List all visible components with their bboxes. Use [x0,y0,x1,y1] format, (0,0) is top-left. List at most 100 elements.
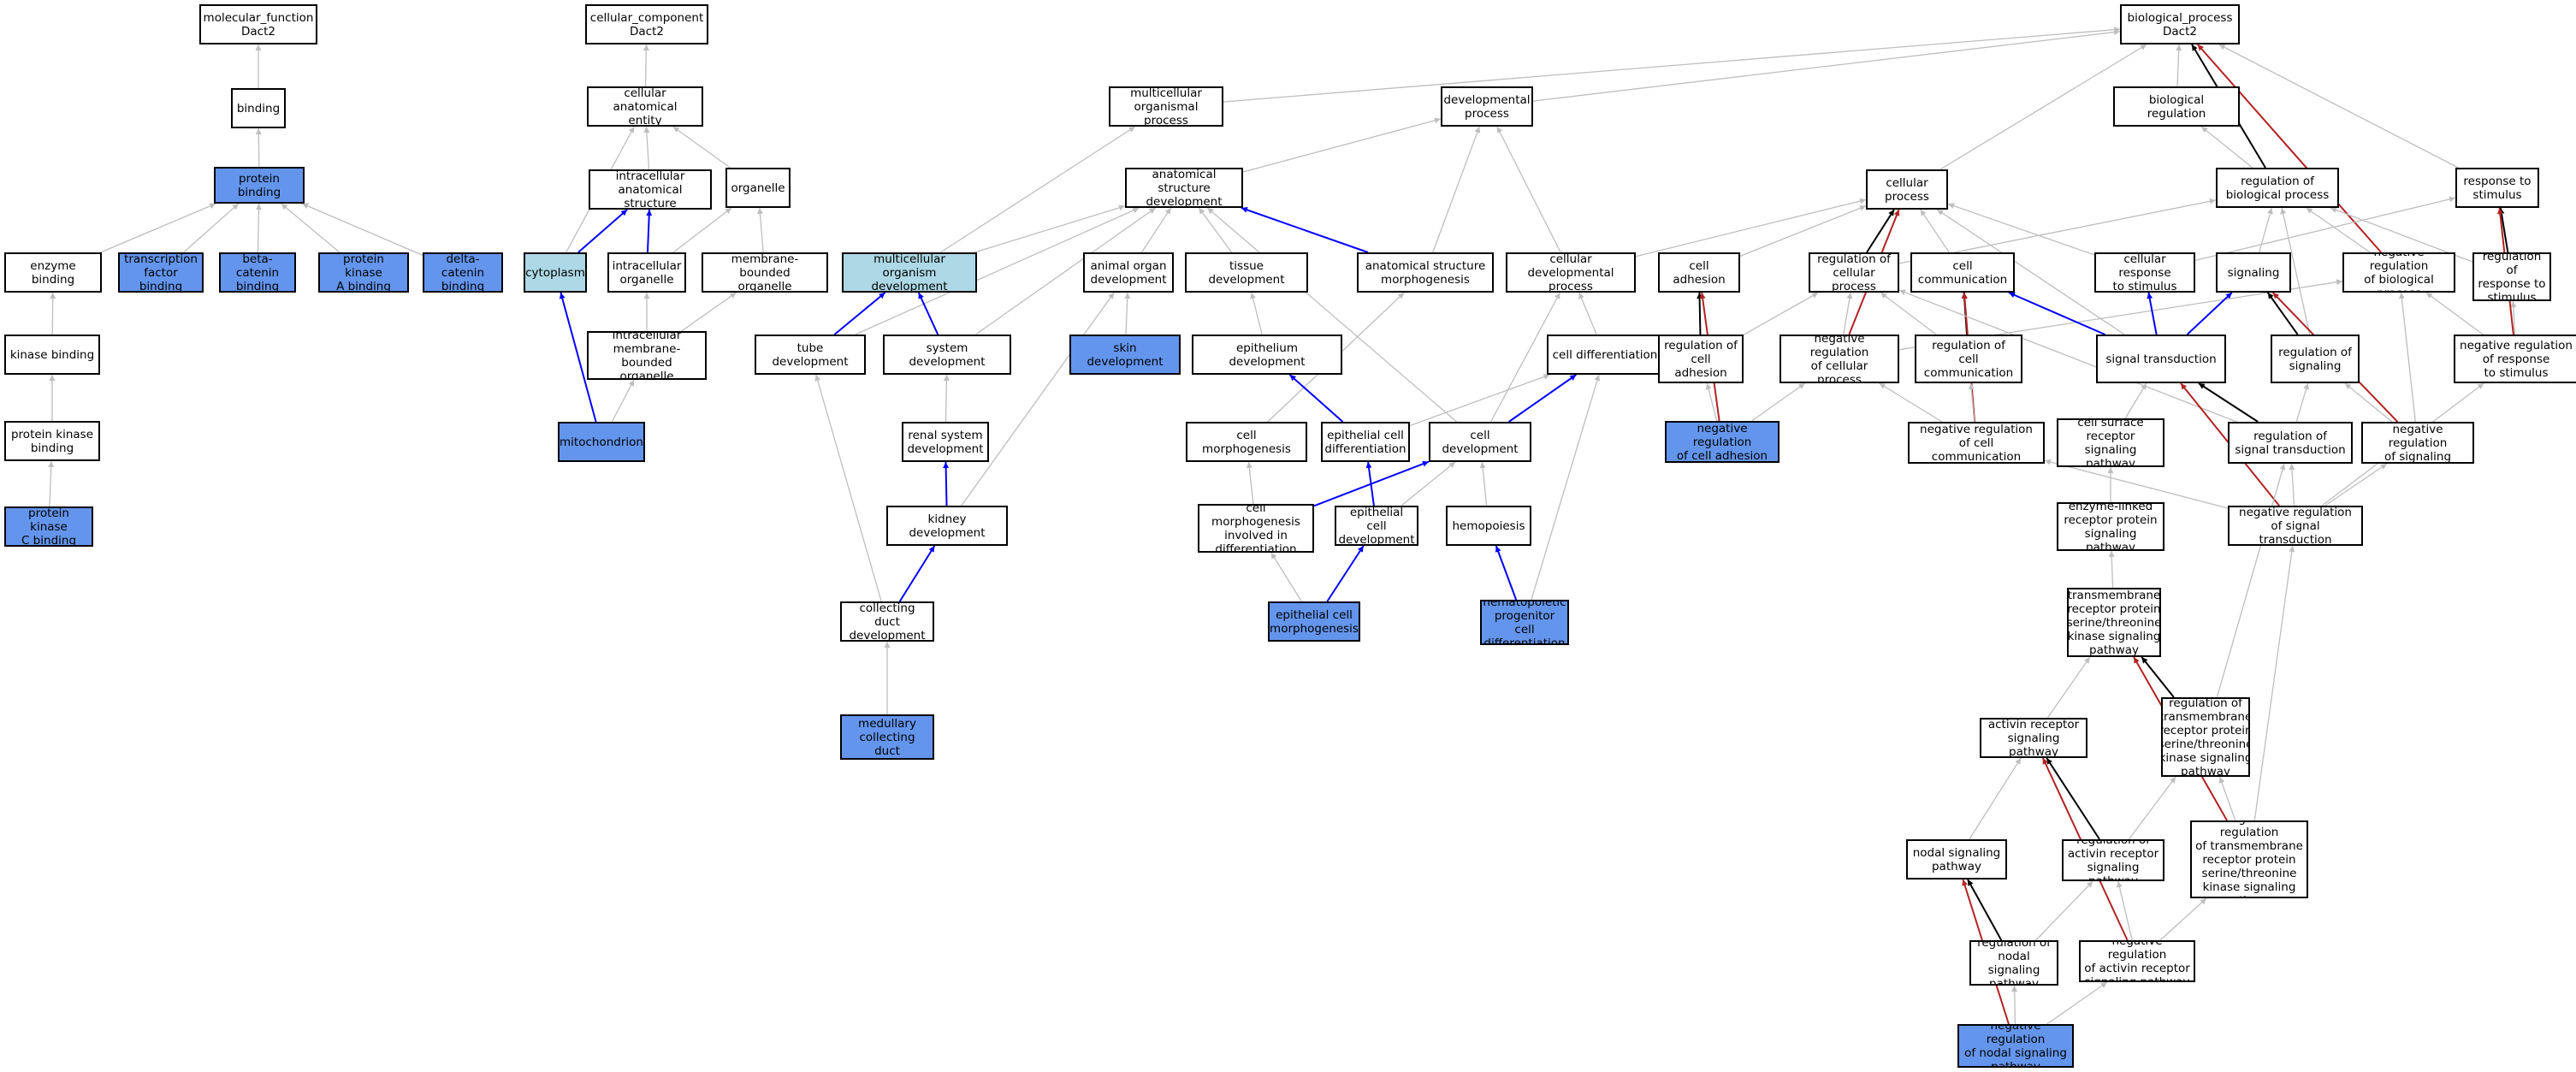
go-term-node-biolreg: biological regulation [2113,86,2240,127]
edge-is-a-negregcc-to-negregcp [1879,382,1943,423]
go-term-node-tmrp: transmembrane receptor protein serine/th… [2067,588,2161,657]
go-term-node-actrsp: activin receptor signaling pathway [1980,718,2087,758]
edge-is-a-negregbp-to-regbp [2306,207,2371,253]
edge-is-a-imbo-to-mbo [681,292,737,332]
edge-is-a-celladh-to-cellproc [1739,205,1867,257]
edge-is-a-aod-to-asd [1140,207,1172,253]
edge-regulates-regsig-to-signaling [2266,292,2299,335]
edge-regulates-regcp-to-cellproc [1866,209,1895,253]
edge-regulates-regnodal-to-nodalsp [1967,879,2003,941]
go-term-node-bcat-binding: beta-catenin binding [219,252,296,293]
edge-is-a-mop-to-bp [1223,27,2121,103]
edge-part-of-sysdev-to-mod [917,292,939,335]
go-term-node-imbo: intracellular membrane-bounded organelle [587,331,707,380]
edge-part-of-epicellmorph-to-epicelldev [1326,545,1365,602]
go-term-node-organelle: organelle [725,168,791,208]
go-term-node-aod: animal organ development [1083,252,1174,293]
edge-is-a-cdp-to-devproc [1496,126,1561,253]
go-term-node-cellmorph: cell morphogenesis [1186,422,1307,462]
go-term-node-cytoplasm: cytoplasm [524,252,587,293]
edge-is-a-protein_binding-to-binding [255,127,262,168]
edge-regulates-regresp-to-resp [2498,207,2509,253]
edge-is-a-regcc-to-regcp [1880,292,1937,335]
go-term-node-mf: molecular_function Dact2 [199,4,317,44]
go-term-node-sigtrans: signal transduction [2096,335,2226,383]
edge-part-of-kidneydev-to-renaldev [943,461,950,506]
go-term-node-cdd: collecting duct development [840,601,934,642]
go-term-node-epicellmorph: epithelial cell morphogenesis [1268,601,1360,642]
edge-is-a-organelle-to-cae [672,126,731,169]
edge-is-a-cellcomm-to-cellproc [1920,209,1950,253]
edge-is-a-asd-to-devproc [1242,117,1442,173]
go-term-node-hpcd: hematopoietic progenitor cell differenti… [1480,600,1569,645]
edge-is-a-kidneydev-to-aod [961,292,1115,506]
go-term-node-renaldev: renal system development [902,422,989,462]
edge-is-a-epicelldev-to-celldev [1401,461,1456,506]
go-term-node-hemo: hemopoiesis [1446,506,1531,546]
edge-is-a-celldiff-to-cdp [1578,292,1597,335]
edge-is-a-negregsig-to-negregbp [2398,292,2416,423]
edge-part-of-mito-to-cytoplasm [559,292,597,423]
go-term-node-dcat-binding: delta-catenin binding [423,252,503,293]
edge-part-of-epicelldiff-to-epidev [1288,374,1344,423]
go-term-node-mito: mitochondrion [558,422,645,462]
edge-is-a-regbp-to-biolreg [2200,126,2253,169]
go-term-node-pkc-binding: protein kinase C binding [4,506,93,547]
edge-is-a-negregst-to-negregcc [2044,459,2229,509]
edge-is-a-sysdev-to-asd [975,207,1156,335]
edge-part-of-sigtrans-to-signaling [2186,292,2233,335]
edge-negatively-regulates-negregbp-to-bp [2196,44,2383,253]
go-term-node-io: intracellular organelle [607,252,686,293]
edge-is-a-hemo-to-celldev [1479,461,1488,506]
edge-is-a-negregnodal-to-regnodal [2011,985,2018,1025]
go-term-node-csrsp: cell surface receptor signaling pathway [2057,418,2164,467]
go-term-node-protein-binding: protein binding [214,167,305,204]
go-term-node-devproc: developmental process [1441,86,1533,127]
edge-part-of-celldev-to-celldiff [1508,374,1577,423]
edge-is-a-negregst-to-regst [2289,463,2295,506]
edge-is-a-regactrsp-to-regtmrp [2128,776,2176,840]
go-term-node-pk-binding: protein kinase binding [4,421,100,461]
go-term-node-negregtmrp: negative regulation of transmembrane rec… [2190,820,2308,898]
edge-is-a-negregnodal-to-negregactrsp [2046,981,2108,1025]
go-term-node-tissdev: tissue development [1185,252,1308,293]
edge-is-a-epicellmorph-to-cmid [1270,552,1302,602]
go-term-node-asd: anatomical structure development [1125,168,1243,208]
go-term-node-cdp: cellular developmental process [1506,252,1636,293]
edge-is-a-tissdev-to-asd [1198,207,1233,253]
edge-part-of-sigtrans-to-cellcomm [2008,292,2105,335]
go-term-node-pka-binding: protein kinase A binding [318,252,409,293]
edge-is-a-regsig-to-regbp [2280,207,2311,335]
edge-is-a-asm-to-devproc [1432,126,1481,253]
go-term-node-celldev: cell development [1429,422,1531,462]
edge-is-a-negregtmrp-to-regtmrp [2218,776,2236,821]
go-term-node-negregst: negative regulation of signal transducti… [2228,506,2363,546]
go-term-node-regcelladh: regulation of cell adhesion [1658,335,1744,383]
go-term-node-negregcelladh: negative regulation of cell adhesion [1665,421,1780,463]
go-term-node-celldiff: cell differentiation [1547,335,1663,375]
edge-part-of-cdd-to-kidneydev [898,545,936,602]
edge-part-of-epicelldev-to-epicelldiff [1365,461,1375,506]
edge-regulates-regtmrp-to-tmrp [2141,656,2175,698]
edge-is-a-tmrp-to-elrp [2108,550,2115,589]
go-term-node-mod: multicellular organism development [842,252,977,293]
edge-is-a-negregcc-to-regcc [1968,382,1975,423]
go-term-node-binding: binding [231,88,286,128]
edge-is-a-celldev-to-cdp [1490,292,1560,423]
edge-is-a-cellproc-to-bp [1939,44,2147,170]
edge-is-a-hpcd-to-celldiff [1531,374,1601,601]
edge-is-a-nodalsp-to-actrsp [1969,757,2022,840]
edge-is-a-biolreg-to-bp [2176,44,2182,87]
go-term-node-regcc: regulation of cell communication [1915,335,2022,383]
go-term-node-tf-binding: transcription factor binding [118,252,204,293]
go-term-node-regbp: regulation of biological process [2216,168,2339,208]
edge-is-a-mod-to-asd [974,204,1126,253]
edge-is-a-negregtmrp-to-negregst [2253,545,2295,821]
go-term-node-epicelldiff: epithelial cell differentiation [1321,422,1410,462]
edge-is-a-negregactrsp-to-negregtmrp [2159,897,2207,941]
go-term-node-resp: response to stimulus [2455,168,2539,208]
edge-regulates-regst-to-sigtrans [2198,382,2259,423]
go-term-node-negregactrsp: negative regulation of activin receptor … [2079,940,2195,982]
go-term-node-regcp: regulation of cellular process [1809,252,1899,293]
go-term-node-cae: cellular anatomical entity [587,86,703,127]
